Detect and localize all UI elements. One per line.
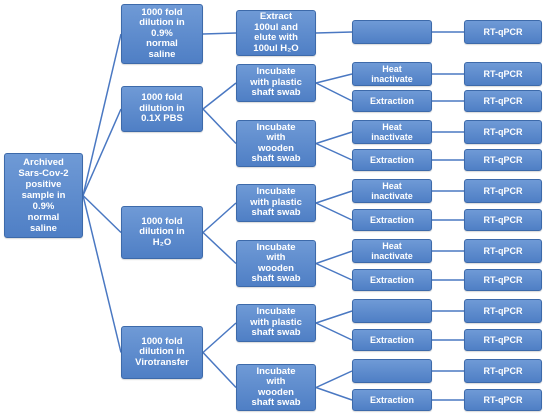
- node-rt-qpcr-7: RT-qPCR: [464, 209, 542, 231]
- connector-node-pbs-wooden-swab-to-node-pbs-wooden-heat-inactivate: [315, 131, 353, 145]
- node-pbs-plastic-extraction: Extraction: [352, 90, 432, 112]
- connector-node-dilution-h2o-to-node-h2o-plastic-swab: [202, 202, 237, 234]
- node-h2o-wooden-extraction: Extraction: [352, 269, 432, 291]
- node-pbs-wooden-heat-inactivate: Heat inactivate: [352, 120, 432, 144]
- node-pbs-plastic-swab: Incubate with plastic shaft swab: [236, 64, 316, 102]
- connector-node-h2o-plastic-swab-to-node-h2o-plastic-extraction: [315, 202, 353, 221]
- node-dilution-saline: 1000 fold dilution in 0.9% normal saline: [121, 4, 203, 64]
- node-rt-qpcr-6: RT-qPCR: [464, 179, 542, 203]
- node-rt-qpcr-8: RT-qPCR: [464, 239, 542, 263]
- node-dilution-virotransfer: 1000 fold dilution in Virotransfer: [121, 326, 203, 379]
- connector-node-viro-plastic-swab-to-node-viro-plastic-extraction: [315, 322, 353, 341]
- node-pbs-wooden-swab: Incubate with wooden shaft swab: [236, 120, 316, 167]
- connector-node-archived-sample-to-node-dilution-h2o: [82, 194, 122, 234]
- node-h2o-plastic-extraction: Extraction: [352, 209, 432, 231]
- node-rt-qpcr-12: RT-qPCR: [464, 359, 542, 383]
- node-pbs-plastic-heat-inactivate: Heat inactivate: [352, 62, 432, 86]
- node-rt-qpcr-10: RT-qPCR: [464, 299, 542, 323]
- node-viro-wooden-swab: Incubate with wooden shaft swab: [236, 364, 316, 411]
- node-archived-sample: Archived Sars-Cov-2 positive sample in 0…: [4, 153, 83, 238]
- node-viro-plastic-swab: Incubate with plastic shaft swab: [236, 304, 316, 342]
- node-extract-saline: Extract 100ul and elute with 100ul H₂O: [236, 10, 316, 56]
- connector-node-pbs-wooden-swab-to-node-pbs-wooden-extraction: [315, 142, 353, 161]
- node-saline-blank: [352, 20, 432, 44]
- connector-node-viro-wooden-swab-to-node-viro-wooden-extraction: [315, 386, 353, 401]
- connector-node-archived-sample-to-node-dilution-pbs: [82, 108, 122, 196]
- node-rt-qpcr-11: RT-qPCR: [464, 329, 542, 351]
- node-h2o-plastic-heat-inactivate: Heat inactivate: [352, 179, 432, 203]
- node-h2o-plastic-swab: Incubate with plastic shaft swab: [236, 184, 316, 222]
- connector-node-pbs-plastic-swab-to-node-pbs-plastic-heat-inactivate: [315, 73, 353, 84]
- node-viro-wooden-blank: [352, 359, 432, 383]
- node-h2o-wooden-heat-inactivate: Heat inactivate: [352, 239, 432, 263]
- node-viro-wooden-extraction: Extraction: [352, 389, 432, 411]
- connector-node-dilution-h2o-to-node-h2o-wooden-swab: [202, 231, 237, 265]
- connector-node-viro-wooden-swab-to-node-viro-wooden-blank: [315, 370, 353, 389]
- node-dilution-h2o: 1000 fold dilution in H₂O: [121, 206, 203, 259]
- connector-node-dilution-pbs-to-node-pbs-plastic-swab: [202, 82, 237, 110]
- node-viro-plastic-blank: [352, 299, 432, 323]
- node-viro-plastic-extraction: Extraction: [352, 329, 432, 351]
- connector-node-dilution-virotransfer-to-node-viro-plastic-swab: [202, 322, 237, 354]
- node-h2o-wooden-swab: Incubate with wooden shaft swab: [236, 240, 316, 287]
- node-pbs-wooden-extraction: Extraction: [352, 149, 432, 171]
- node-rt-qpcr-5: RT-qPCR: [464, 149, 542, 171]
- connector-node-h2o-wooden-swab-to-node-h2o-wooden-heat-inactivate: [315, 250, 353, 265]
- connector-node-h2o-wooden-swab-to-node-h2o-wooden-extraction: [315, 262, 353, 281]
- connector-node-archived-sample-to-node-dilution-saline: [82, 33, 122, 196]
- node-rt-qpcr-1: RT-qPCR: [464, 20, 542, 44]
- connector-node-archived-sample-to-node-dilution-virotransfer: [82, 195, 122, 353]
- connector-node-dilution-virotransfer-to-node-viro-wooden-swab: [202, 351, 237, 389]
- node-rt-qpcr-3: RT-qPCR: [464, 90, 542, 112]
- connector-node-h2o-plastic-swab-to-node-h2o-plastic-heat-inactivate: [315, 190, 353, 204]
- connector-node-dilution-saline-to-node-extract-saline: [202, 32, 237, 35]
- connector-node-extract-saline-to-node-saline-blank: [315, 31, 353, 34]
- connector-node-viro-plastic-swab-to-node-viro-plastic-blank: [315, 310, 353, 324]
- node-rt-qpcr-4: RT-qPCR: [464, 120, 542, 144]
- node-dilution-pbs: 1000 fold dilution in 0.1X PBS: [121, 86, 203, 132]
- node-rt-qpcr-9: RT-qPCR: [464, 269, 542, 291]
- node-rt-qpcr-13: RT-qPCR: [464, 389, 542, 411]
- connector-node-pbs-plastic-swab-to-node-pbs-plastic-extraction: [315, 82, 353, 102]
- node-rt-qpcr-2: RT-qPCR: [464, 62, 542, 86]
- connector-node-dilution-pbs-to-node-pbs-wooden-swab: [202, 108, 237, 145]
